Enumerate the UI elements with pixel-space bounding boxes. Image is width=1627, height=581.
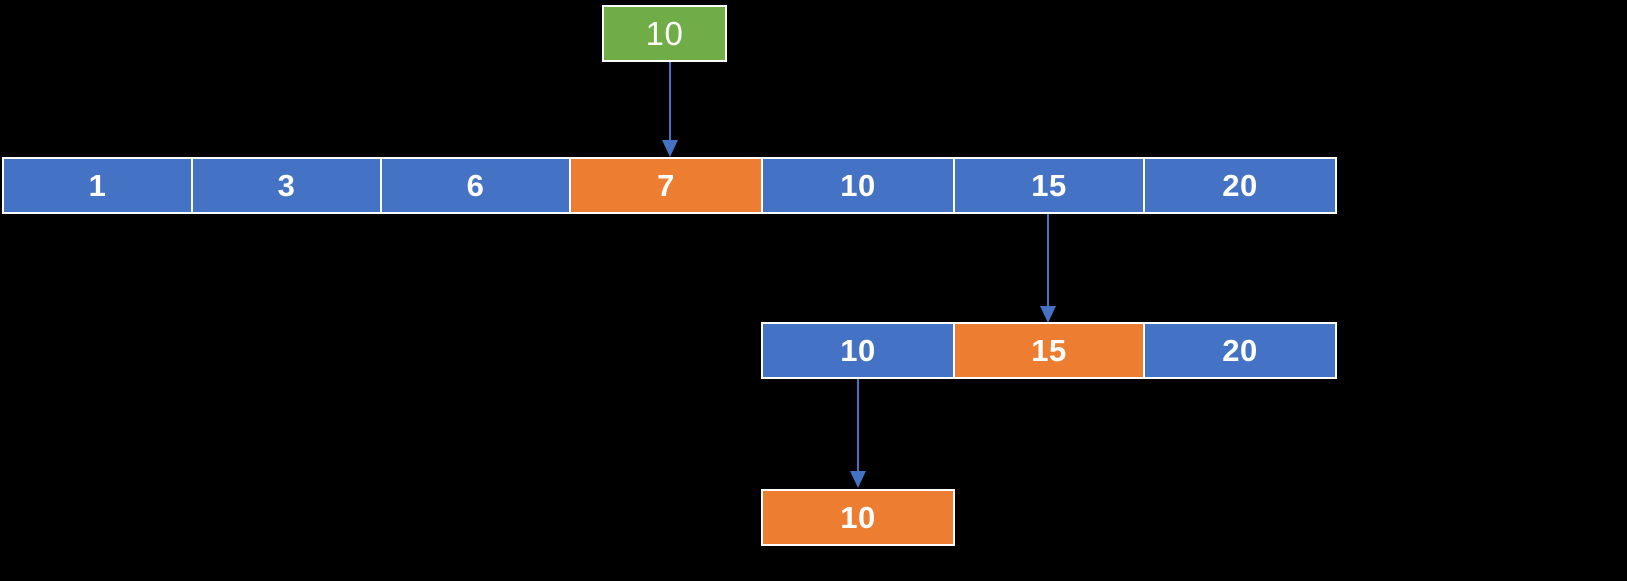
target-value-box: 10 — [602, 5, 727, 62]
main-array-cell-label: 3 — [277, 168, 296, 203]
subarray-right-cell-2: 20 — [1143, 322, 1337, 379]
subarray-final-cell-0-highlighted: 10 — [761, 489, 955, 546]
main-array-cell-label: 7 — [657, 168, 675, 203]
arrow-target-to-mid — [660, 62, 680, 158]
target-value-label: 10 — [645, 15, 684, 52]
main-array-cell-1: 3 — [191, 157, 382, 214]
main-array-cell-6: 20 — [1143, 157, 1337, 214]
subarray-final-cell-label: 10 — [840, 500, 876, 535]
main-array-cell-label: 6 — [466, 168, 485, 203]
subarray-right-cell-label: 15 — [1031, 333, 1067, 368]
main-array-cell-label: 1 — [88, 168, 107, 203]
main-array-cell-label: 15 — [1031, 168, 1067, 203]
main-array-cell-0: 1 — [2, 157, 193, 214]
subarray-right-cell-0: 10 — [761, 322, 955, 379]
main-array-cell-2: 6 — [380, 157, 571, 214]
subarray-right-cell-label: 20 — [1222, 333, 1258, 368]
arrow-to-final — [848, 379, 868, 489]
subarray-right-cell-label: 10 — [840, 333, 876, 368]
main-array-cell-4: 10 — [761, 157, 955, 214]
main-array-cell-5: 15 — [953, 157, 1145, 214]
main-array-cell-label: 20 — [1222, 168, 1258, 203]
main-array-cell-3-highlighted: 7 — [569, 157, 763, 214]
subarray-right-cell-1-highlighted: 15 — [953, 322, 1145, 379]
arrow-mid-to-right-subarray — [1038, 214, 1058, 324]
main-array-cell-label: 10 — [840, 168, 876, 203]
